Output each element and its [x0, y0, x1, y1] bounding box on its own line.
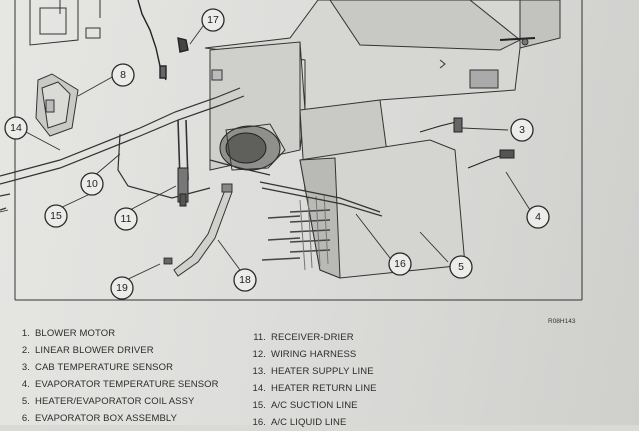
- legend-item-number: 13.: [252, 366, 266, 377]
- legend-item-number: 11.: [253, 332, 266, 343]
- heater-evaporator-coil: [261, 139, 466, 279]
- callout-10: 10: [80, 172, 104, 196]
- svg-text:4: 4: [535, 211, 541, 223]
- part-id: R08H143: [548, 318, 576, 325]
- evaporator-box-assembly: [204, 0, 561, 191]
- legend-item: 16. A/C LIQUID LINE: [246, 414, 377, 431]
- svg-text:11: 11: [121, 213, 132, 225]
- legend-item-label: LINEAR BLOWER DRIVER: [35, 345, 154, 356]
- svg-text:17: 17: [207, 14, 219, 26]
- legend-item-label: EVAPORATOR TEMPERATURE SENSOR: [35, 379, 219, 390]
- legend-item-label: WIRING HARNESS: [271, 349, 357, 360]
- legend-item: 1. BLOWER MOTOR: [10, 325, 219, 342]
- legend-item: 6. EVAPORATOR BOX ASSEMBLY: [10, 410, 219, 427]
- legend-item: 5. HEATER/EVAPORATOR COIL ASSY: [10, 393, 219, 410]
- svg-text:5: 5: [458, 261, 464, 273]
- svg-text:18: 18: [239, 274, 251, 286]
- callout-4: 4: [526, 205, 550, 229]
- legend-right-column: 11. RECEIVER-DRIER 12. WIRING HARNESS 13. HEA…: [246, 329, 377, 431]
- callout-14: 14: [4, 116, 28, 140]
- svg-text:3: 3: [519, 124, 525, 136]
- legend-item: 4. EVAPORATOR TEMPERATURE SENSOR: [10, 376, 219, 393]
- callout-11: 11: [114, 207, 138, 231]
- legend-item: 14. HEATER RETURN LINE: [246, 380, 377, 397]
- legend-item-number: 1.: [21, 328, 30, 339]
- legend-item-label: A/C LIQUID LINE: [271, 417, 347, 428]
- legend-item-number: 5.: [21, 396, 30, 407]
- callout-15: 15: [44, 204, 68, 228]
- callout-19: 19: [110, 276, 134, 300]
- callout-3: 3: [510, 118, 534, 142]
- legend-item-label: HEATER/EVAPORATOR COIL ASSY: [35, 396, 195, 407]
- legend-item-label: EVAPORATOR BOX ASSEMBLY: [35, 413, 178, 424]
- legend-item-label: A/C SUCTION LINE: [271, 400, 358, 411]
- svg-text:19: 19: [116, 282, 128, 294]
- callout-16: 16: [388, 252, 412, 276]
- sensor-4: [467, 149, 515, 169]
- legend-item-number: 3.: [21, 362, 30, 373]
- legend-item: 15. A/C SUCTION LINE: [246, 397, 377, 414]
- ac-suction-hose: [173, 183, 233, 277]
- svg-text:14: 14: [10, 122, 22, 134]
- svg-text:10: 10: [86, 178, 98, 190]
- cover-panel: [29, 0, 101, 46]
- callout-17: 17: [201, 8, 225, 32]
- legend-item-label: HEATER RETURN LINE: [271, 383, 377, 394]
- svg-text:8: 8: [120, 69, 126, 81]
- wiring-harness: [137, 0, 189, 81]
- legend-item-number: 15.: [252, 400, 266, 411]
- legend-item-number: 12.: [252, 349, 266, 360]
- blower-driver-housing: [35, 73, 79, 137]
- callout-18: 18: [233, 268, 257, 292]
- sensor-3: [419, 117, 463, 133]
- legend-item-label: HEATER SUPPLY LINE: [271, 366, 374, 377]
- legend-item: 3. CAB TEMPERATURE SENSOR: [10, 359, 219, 376]
- fitting-19: [163, 257, 173, 265]
- legend-left-column: 1. BLOWER MOTOR 2. LINEAR BLOWER DRIVER 3. CA…: [10, 325, 219, 427]
- callout-8: 8: [111, 63, 135, 87]
- legend-item-number: 2.: [21, 345, 30, 356]
- legend-item-number: 14.: [252, 383, 266, 394]
- legend-item-number: 4.: [21, 379, 30, 390]
- legend-item: 12. WIRING HARNESS: [246, 346, 377, 363]
- legend-item-number: 16.: [252, 417, 266, 428]
- receiver-drier: [177, 167, 189, 207]
- legend-item: 11. RECEIVER-DRIER: [246, 329, 377, 346]
- legend-item-label: CAB TEMPERATURE SENSOR: [35, 362, 174, 373]
- svg-text:16: 16: [394, 258, 406, 270]
- legend-item-number: 6.: [21, 413, 30, 424]
- svg-text:15: 15: [50, 210, 62, 222]
- legend-item-label: RECEIVER-DRIER: [271, 332, 354, 343]
- legend-item: 13. HEATER SUPPLY LINE: [246, 363, 377, 380]
- callout-5: 5: [449, 255, 473, 279]
- legend-item: 2. LINEAR BLOWER DRIVER: [10, 342, 219, 359]
- legend-item-label: BLOWER MOTOR: [35, 328, 116, 339]
- blower-motor: [219, 123, 286, 171]
